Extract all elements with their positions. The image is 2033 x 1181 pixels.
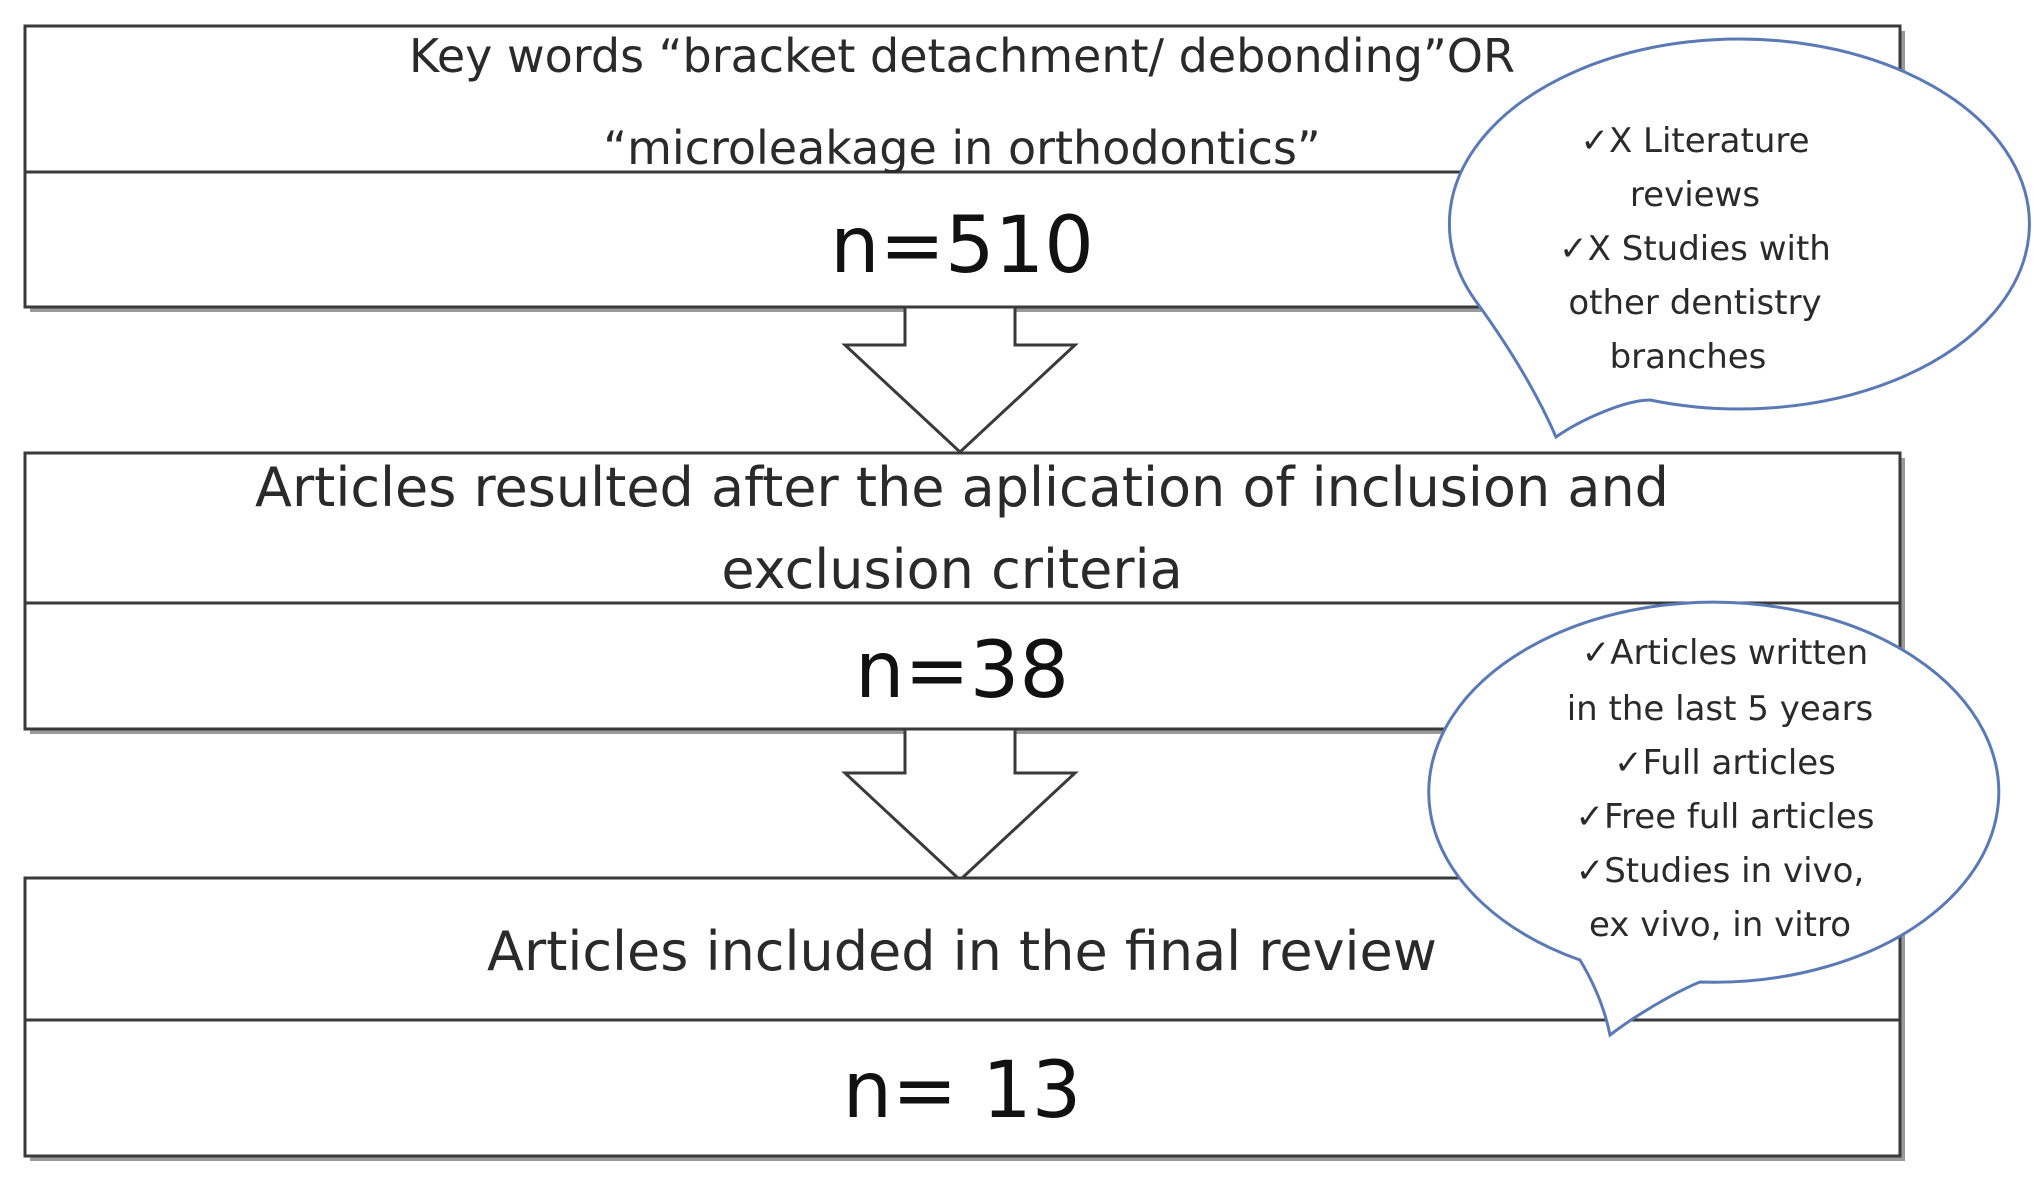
box-search-count: n=510 (830, 201, 1094, 291)
bubble-inclusion-line-1: ✓Articles written (1582, 633, 1868, 673)
down-arrow-2 (841, 727, 1079, 883)
bubble-inclusion-line-3: ✓Full articles (1614, 743, 1836, 783)
speech-bubble-inclusion-outline (1427, 600, 2001, 1038)
box-screened-title-line-2: exclusion criteria (721, 538, 1182, 601)
box-screened-title-line-1: Articles resulted after the aplication o… (255, 456, 1669, 519)
box-final-count: n= 13 (843, 1046, 1082, 1136)
down-arrow-1 (841, 305, 1079, 455)
box-search-title-line-2: “microleakage in orthodontics” (603, 121, 1321, 175)
bubble-exclusion-line-1: ✓X Literature (1580, 121, 1809, 161)
speech-bubble-inclusion: ✓Articles written in the last 5 years ✓F… (1427, 600, 2001, 1038)
bubble-exclusion-line-4: other dentistry (1568, 283, 1821, 323)
bubble-inclusion-line-4: ✓Free full articles (1575, 797, 1874, 837)
box-search-title-line-1: Key words “bracket detachment/ debonding… (409, 29, 1515, 83)
speech-bubble-exclusion-outline (1447, 37, 2031, 440)
bubble-exclusion-line-5: branches (1610, 337, 1767, 377)
speech-bubble-exclusion: ✓X Literature reviews ✓X Studies with ot… (1447, 37, 2031, 440)
bubble-inclusion-line-6: ex vivo, in vitro (1589, 905, 1851, 945)
bubble-inclusion-line-2: in the last 5 years (1567, 689, 1874, 729)
box-final-title: Articles included in the final review (487, 920, 1437, 983)
bubble-inclusion-line-5: ✓Studies in vivo, (1576, 851, 1865, 891)
box-screened-count: n=38 (855, 626, 1069, 716)
bubble-exclusion-line-3: ✓X Studies with (1559, 229, 1831, 269)
box-final-review: Articles included in the final review n=… (23, 876, 1905, 1161)
bubble-exclusion-line-2: reviews (1630, 175, 1760, 215)
